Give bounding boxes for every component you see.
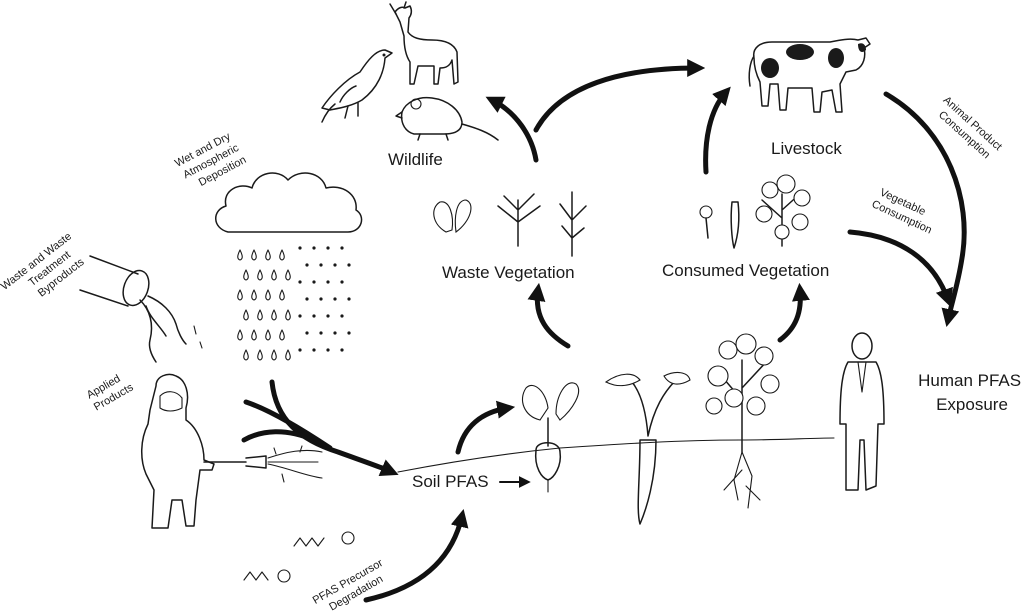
svg-text:Vegetable Consumption: Vegetable Consumption <box>870 186 940 237</box>
svg-text:Applied Products: Applied Products <box>85 369 136 414</box>
radish-plant-icon <box>522 382 580 493</box>
livestock-label: Livestock <box>771 139 842 158</box>
cow-icon <box>748 37 871 113</box>
sprayer-person-icon <box>141 373 323 529</box>
rain-drop <box>237 289 243 301</box>
arrow-animal-product <box>883 91 967 328</box>
deposition-dot <box>347 297 351 301</box>
deposition-dot <box>298 314 302 318</box>
arrow-to-wildlife <box>485 96 539 163</box>
wildlife-label: Wildlife <box>388 150 443 169</box>
deposition-dot <box>347 263 351 267</box>
deposition-dot <box>347 331 351 335</box>
rain-drop <box>265 289 271 301</box>
arrow-applied-to-soil <box>241 429 317 443</box>
deer-icon <box>389 1 459 85</box>
bird-icon <box>321 49 393 123</box>
rain-drop <box>265 249 271 261</box>
deposition-dot <box>333 297 337 301</box>
rain-drop <box>265 329 271 341</box>
svg-text:Waste and Waste Treatment: Waste and Waste Treatment Byproducts <box>0 228 94 314</box>
deposition-dot <box>298 246 302 250</box>
deposition-dot <box>319 331 323 335</box>
rat-icon <box>395 96 499 141</box>
waste-vegetation-label: Waste Vegetation <box>442 263 575 282</box>
deposition-dot <box>340 280 344 284</box>
precursor-molecules-icon <box>243 531 355 583</box>
deposition-dot <box>298 280 302 284</box>
rain-drop <box>243 309 249 321</box>
deposition-dot <box>312 314 316 318</box>
waste-vegetation-icon <box>433 191 587 257</box>
deposition-dot <box>305 297 309 301</box>
cloud-icon <box>215 172 363 233</box>
deposition-dot <box>305 331 309 335</box>
arrow-soil-to-plant <box>455 400 516 455</box>
arrow-rain-to-soil <box>269 379 399 477</box>
carrot-plant-icon <box>604 371 691 525</box>
deposition-dot <box>305 263 309 267</box>
deposition-dot <box>312 280 316 284</box>
bush-plant-icon <box>705 333 780 509</box>
consumed-vegetation-label: Consumed Vegetation <box>662 261 829 280</box>
rain-drop <box>237 329 243 341</box>
arrow-to-waste-vegetation <box>527 282 571 349</box>
deposition-dot <box>298 348 302 352</box>
rain-drop <box>243 269 249 281</box>
svg-text:Human PFAS Exposure: Human PFAS Exposure <box>918 371 1024 414</box>
human-exposure-label-1: Human PFAS <box>918 371 1021 390</box>
consumed-vegetation-icon <box>699 174 811 249</box>
arrow-to-livestock-from-waste <box>533 59 706 133</box>
rain-drops <box>237 246 351 361</box>
pipe-icon <box>79 255 203 363</box>
human-icon <box>839 332 885 491</box>
deposition-dot <box>326 314 330 318</box>
rain-drop <box>271 269 277 281</box>
deposition-dot <box>319 263 323 267</box>
svg-text:PFAS Precursor Degradation: PFAS Precursor Degradation <box>311 556 395 612</box>
deposition-dot <box>312 246 316 250</box>
rain-drop <box>279 329 285 341</box>
deposition-dot <box>340 246 344 250</box>
deposition-dot <box>333 331 337 335</box>
human-exposure-label-2: Exposure <box>936 395 1008 414</box>
deposition-dot <box>326 246 330 250</box>
deposition-dot <box>312 348 316 352</box>
rain-drop <box>237 249 243 261</box>
svg-text:Wet and Dry Atmospheric: Wet and Dry Atmospheric Deposition <box>173 128 250 194</box>
rain-drop <box>285 269 291 281</box>
rain-drop <box>271 349 277 361</box>
arrow-to-consumed-vegetation <box>777 282 810 343</box>
ground-line <box>397 437 835 473</box>
rain-drop <box>251 289 257 301</box>
rain-drop <box>285 349 291 361</box>
rain-drop <box>257 309 263 321</box>
rain-drop <box>251 329 257 341</box>
rain-drop <box>257 269 263 281</box>
rain-drop <box>279 289 285 301</box>
rain-drop <box>279 249 285 261</box>
rain-drop <box>251 249 257 261</box>
deposition-dot <box>340 314 344 318</box>
deposition-dot <box>333 263 337 267</box>
arrow-vegetable-consumption <box>847 229 953 307</box>
rain-drop <box>285 309 291 321</box>
rain-drop <box>271 309 277 321</box>
arrow-precursor-to-soil <box>363 508 469 603</box>
rain-drop <box>257 349 263 361</box>
arrow-waste-to-soil <box>243 399 333 451</box>
deposition-dot <box>326 348 330 352</box>
deposition-dot <box>319 297 323 301</box>
deposition-dot <box>340 348 344 352</box>
arrow-consumed-to-livestock <box>703 86 731 175</box>
rain-drop <box>243 349 249 361</box>
deposition-dot <box>326 280 330 284</box>
soil-pfas-label: Soil PFAS <box>412 472 489 491</box>
